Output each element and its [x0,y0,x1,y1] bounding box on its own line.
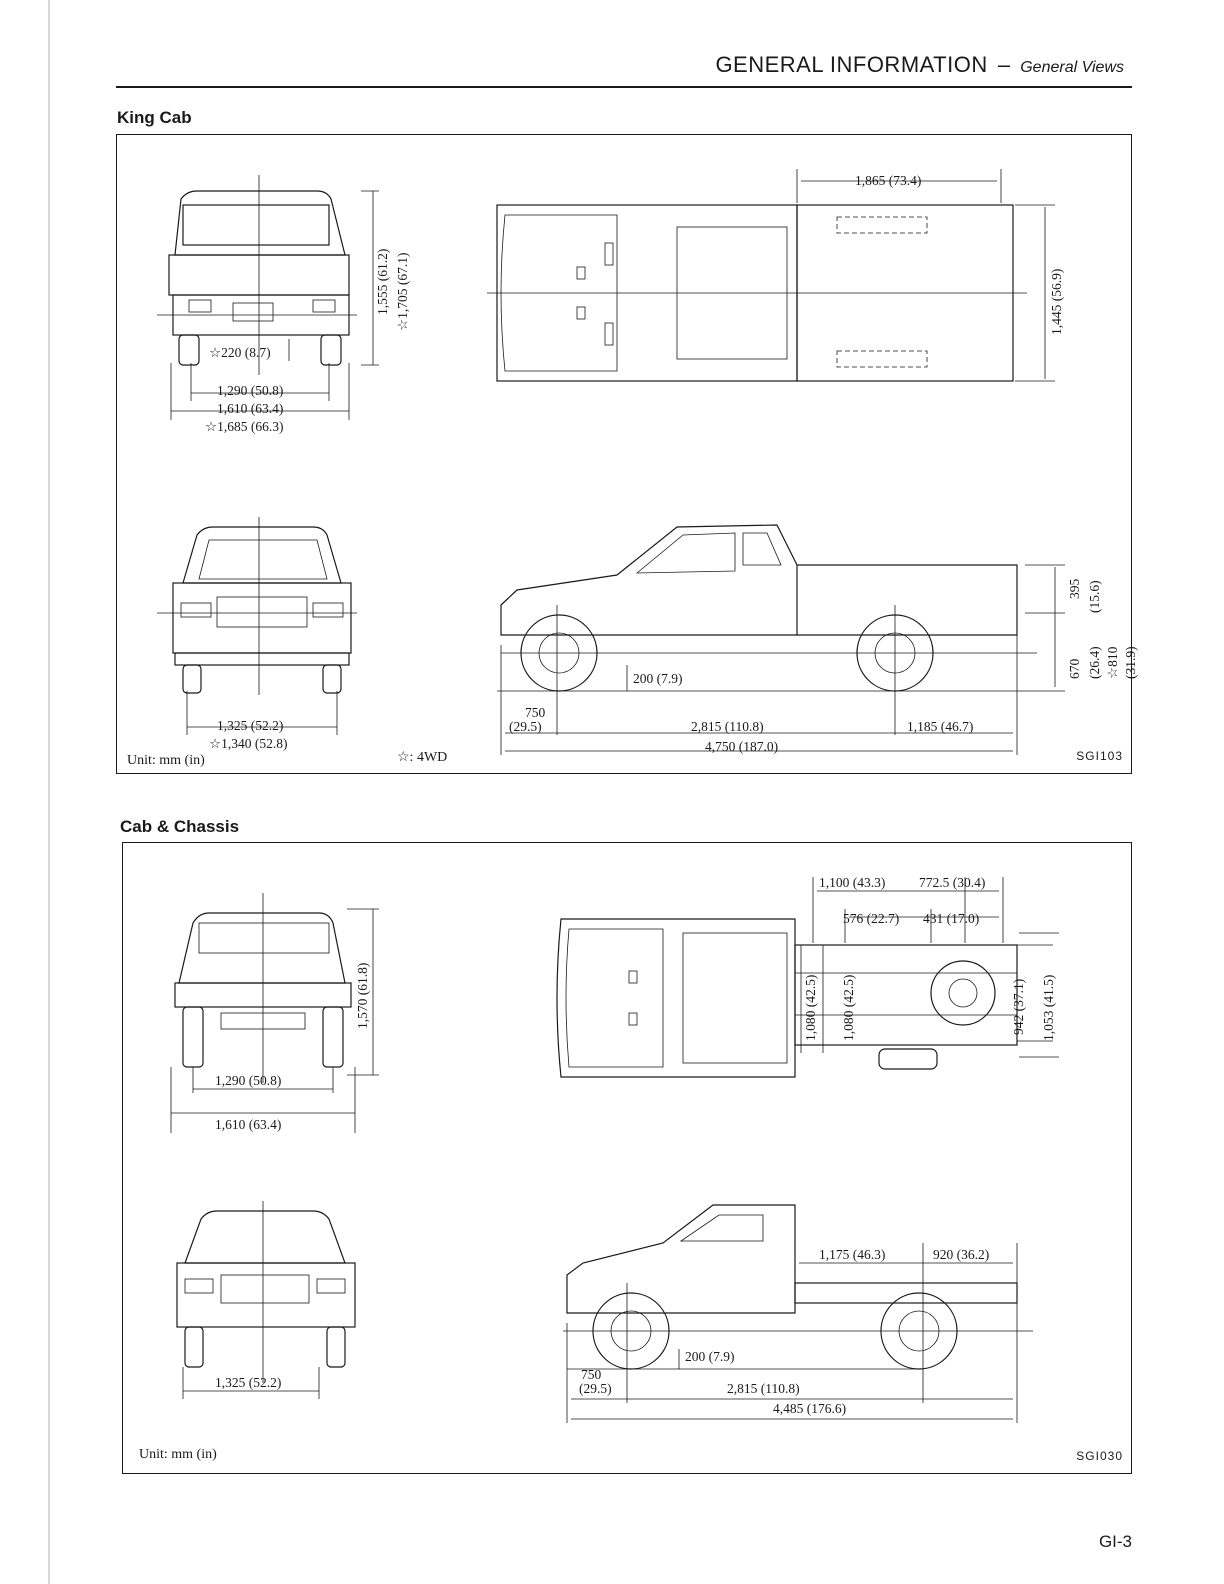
cc-front-overhang-in: (29.5) [579,1381,612,1396]
cc-frame-w4: 1,053 (41.5) [1041,975,1056,1041]
kc-floor-height-4wd-in: (31.9) [1123,646,1138,679]
cc-width: 1,610 (63.4) [215,1117,281,1132]
header-separator: – [997,52,1011,77]
cc-top-view [556,877,1059,1078]
kc-width-4wd: ☆1,685 (66.3) [205,419,283,434]
kc-min-clearance: 200 (7.9) [633,671,683,686]
kc-legend: ☆: 4WD [397,750,448,765]
cc-rear-view [170,893,379,1133]
cc-min-clearance: 200 (7.9) [685,1349,735,1364]
king-cab-title: King Cab [117,108,192,127]
header-rule [116,86,1132,88]
king-cab-drawing: 1,555 (61.2) ☆1,705 (67.1) ☆220 (8.7) 1,… [157,169,1138,755]
kc-front-tread-4wd: ☆1,340 (52.8) [209,736,287,751]
cc-frame-b: 772.5 (30.4) [919,875,985,890]
cc-cab-to-axle: 1,175 (46.3) [819,1247,885,1262]
cc-frame-d: 431 (17.0) [923,911,979,926]
cc-rear-tread: 1,290 (50.8) [215,1073,281,1088]
kc-front-tread: 1,325 (52.2) [217,718,283,733]
kc-bed-width: 1,445 (56.9) [1049,269,1064,335]
header-title: GENERAL INFORMATION [715,52,988,77]
kc-rear-height: 1,555 (61.2) [375,249,390,315]
page-number: GI-3 [1098,1532,1132,1551]
cc-wheelbase: 2,815 (110.8) [727,1381,800,1396]
cc-front-tread: 1,325 (52.2) [215,1375,281,1390]
cab-chassis-title: Cab & Chassis [120,817,240,836]
cc-frame-w2: 1,080 (42.5) [841,975,856,1041]
cc-side-view [563,1204,1033,1423]
kc-width: 1,610 (63.4) [217,401,283,416]
kc-unit: Unit: mm (in) [127,753,205,768]
kc-bed-depth-in: (15.6) [1087,580,1102,613]
cc-frame-c: 576 (22.7) [843,911,899,926]
kc-overall-length: 4,750 (187.0) [705,739,778,754]
binder-edge [48,0,50,1584]
kc-bed-length: 1,865 (73.4) [855,173,921,188]
page-header: GENERAL INFORMATION – General Views [715,52,1124,78]
header-subtitle: General Views [1020,59,1124,76]
kc-figure-code: SGI103 [1076,749,1123,763]
cab-chassis-figure: 1,570 (61.8) 1,290 (50.8) 1,610 (63.4) 1… [122,842,1132,1474]
kc-rear-overhang: 1,185 (46.7) [907,719,973,734]
cc-frame-w1: 1,080 (42.5) [803,975,818,1041]
king-cab-side-view [497,524,1065,755]
cc-figure-code: SGI030 [1076,1449,1123,1463]
king-cab-front-view [157,517,357,735]
kc-floor-height: 670 [1067,659,1082,680]
cab-chassis-drawing: 1,570 (61.8) 1,290 (50.8) 1,610 (63.4) 1… [170,875,1059,1423]
cc-height: 1,570 (61.8) [355,963,370,1029]
cc-front-view [176,1201,356,1399]
kc-wheelbase: 2,815 (110.8) [691,719,764,734]
cc-overall-length: 4,485 (176.6) [773,1401,846,1416]
kc-bed-depth: 395 [1067,579,1082,600]
kc-front-overhang-in: (29.5) [509,719,542,734]
cc-front-overhang: 750 [581,1367,602,1382]
cc-unit: Unit: mm (in) [139,1447,217,1462]
cc-frame-w3: 942 (37.1) [1011,979,1026,1035]
kc-floor-height-in: (26.4) [1087,646,1102,679]
kc-rear-height-4wd: ☆1,705 (67.1) [395,253,410,331]
king-cab-rear-view [157,175,379,420]
king-cab-figure: 1,555 (61.2) ☆1,705 (67.1) ☆220 (8.7) 1,… [116,134,1138,774]
cc-frame-a: 1,100 (43.3) [819,875,885,890]
kc-rear-tread: 1,290 (50.8) [217,383,283,398]
kc-floor-height-4wd: ☆810 [1105,646,1120,679]
kc-front-overhang: 750 [525,705,546,720]
cc-rear-overhang: 920 (36.2) [933,1247,989,1262]
king-cab-top-view [487,169,1055,382]
kc-ground-clearance: ☆220 (8.7) [209,345,271,360]
